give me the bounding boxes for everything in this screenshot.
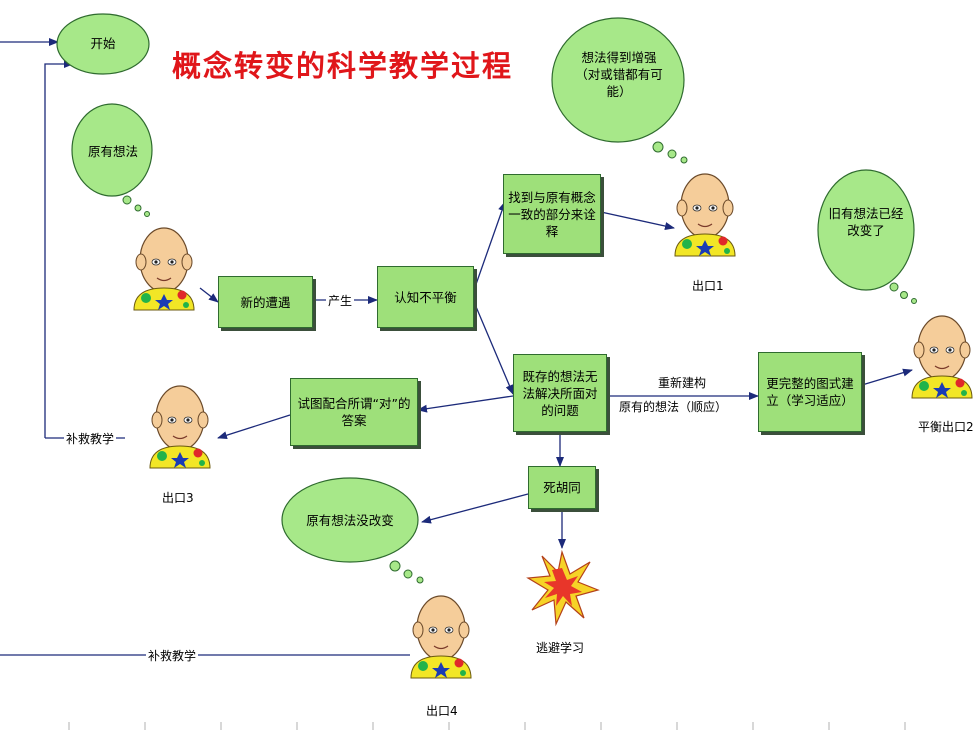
baby-face-icon [133,227,195,311]
diagram-title: 概念转变的科学教学过程 [172,49,514,83]
exit1-label: 出口1 [690,277,726,294]
start-label: 开始 [90,35,116,51]
baby-face-icon [911,315,973,399]
thought-cloud-changed [817,169,917,304]
box-new-encounter: 新的遭遇 [218,276,313,328]
cloud-unchanged-text: 原有想法没改变 [306,512,394,528]
box-stubborn: 死胡同 [528,466,596,509]
baby-face-icon [410,595,472,679]
balance-exit2-label: 平衡出口2 [916,418,976,435]
cloud-strengthened-text: 想法得到增强（对或错都有可能） [575,49,663,99]
cloud-original-text: 原有想法 [87,143,138,159]
box-cognitive-imbalance: 认知不平衡 [377,266,474,328]
thought-cloud-unchanged [281,477,424,584]
thought-cloud-original [71,103,153,217]
box-complete-schema: 更完整的图式建立（学习适应） [758,352,862,432]
exit4-label: 出口4 [424,702,460,719]
label-produce: 产生 [326,292,355,309]
exit3-label: 出口3 [160,489,196,506]
label-remedial-2: 补救教学 [146,647,199,664]
thought-cloud-strengthened [551,17,688,164]
thought-cloud-start [56,13,150,75]
label-rebuild-2: 原有的想法（顺应） [617,398,730,415]
explosion-icon [526,549,600,627]
cloud-changed-text: 旧有想法已经改变了 [828,206,904,238]
box-unresolved: 既存的想法无法解决所面对的问题 [513,354,607,432]
label-escape: 逃避学习 [534,639,587,656]
baby-face-icon [674,173,736,257]
label-rebuild-1: 重新建构 [656,374,709,391]
box-fit-answer: 试图配合所谓“对”的答案 [290,378,418,446]
box-find-consistent: 找到与原有概念一致的部分来诠释 [503,174,601,254]
slide-ruler [0,722,980,732]
label-remedial-1: 补救教学 [64,430,117,447]
baby-face-icon [149,385,211,469]
